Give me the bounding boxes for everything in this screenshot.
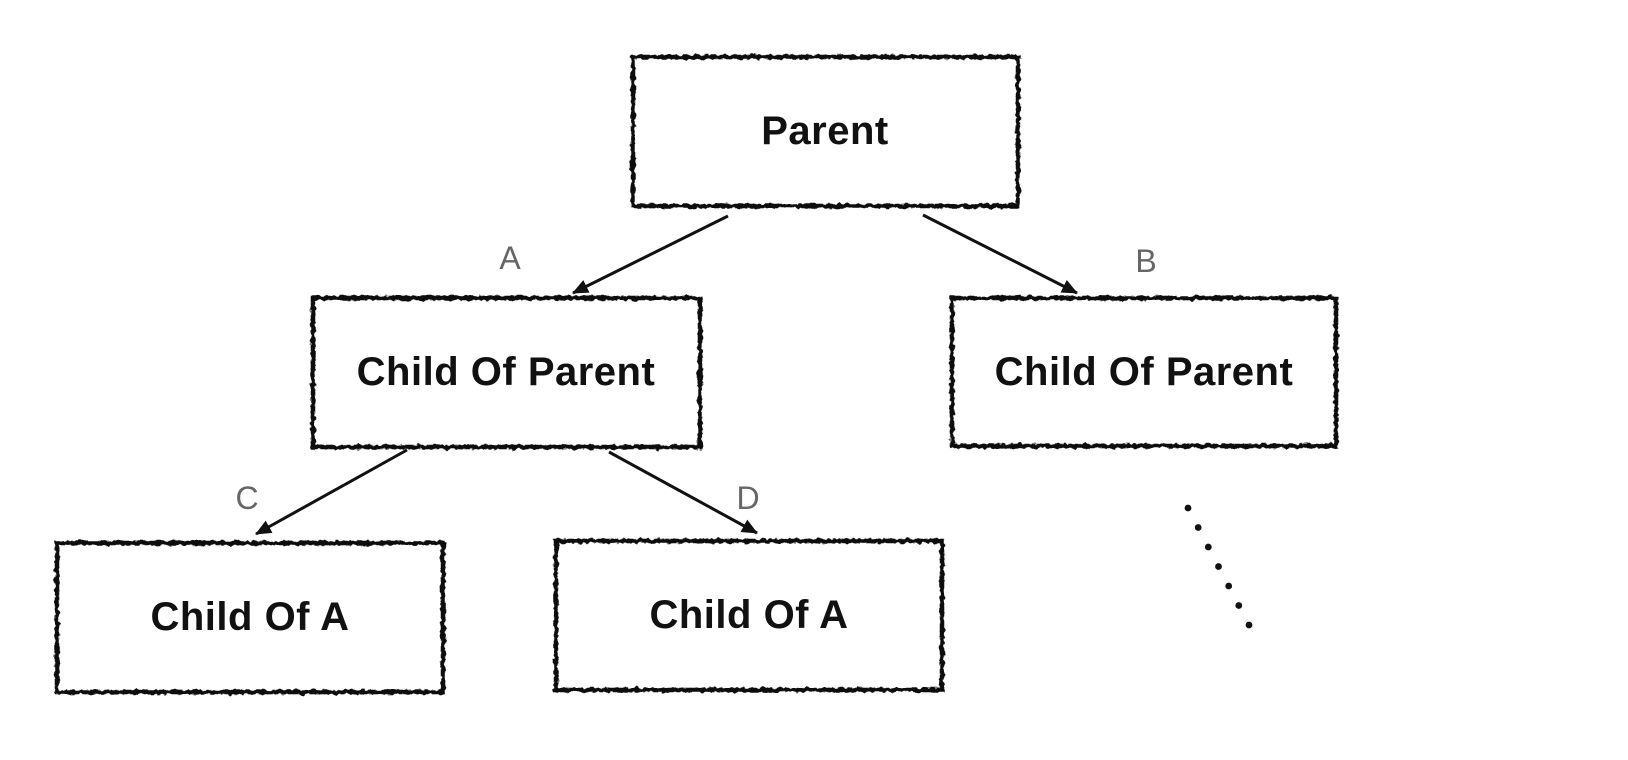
edge-line-c — [255, 448, 408, 536]
node-parent-label: Parent — [761, 109, 889, 153]
node-child-of-parent-left-label: Child Of Parent — [357, 350, 656, 394]
continuation-dot — [1245, 621, 1253, 629]
edge-label-b: B — [1135, 243, 1156, 279]
node-child-of-a-left-box — [54, 540, 446, 695]
node-child-of-parent-right: Child Of Parent — [949, 295, 1339, 449]
node-child-of-a-right: Child Of A — [553, 538, 945, 693]
edge-child-left-to-grandchild-right: D — [608, 450, 760, 535]
edge-label-d: D — [736, 480, 759, 516]
continuation-dot — [1225, 582, 1233, 590]
node-child-of-a-right-box — [553, 538, 945, 693]
continuation-dot — [1204, 543, 1212, 551]
edge-line-b — [922, 213, 1078, 295]
edge-label-c: C — [235, 480, 258, 516]
node-child-of-parent-left-box — [310, 295, 703, 450]
continuation-dot — [1194, 524, 1202, 531]
edge-line-a — [572, 214, 729, 295]
node-child-of-a-right-label: Child Of A — [649, 593, 848, 637]
edge-child-left-to-grandchild-left: C — [235, 448, 408, 536]
continuation-ellipsis — [1184, 504, 1253, 629]
node-child-of-a-left-label: Child Of A — [150, 595, 349, 639]
edge-label-a: A — [499, 240, 521, 276]
continuation-dot — [1184, 504, 1192, 512]
continuation-dot — [1215, 563, 1222, 570]
node-parent: Parent — [630, 54, 1021, 209]
edge-parent-to-child-left: A — [499, 214, 729, 295]
edge-parent-to-child-right: B — [922, 213, 1157, 295]
node-child-of-parent-right-label: Child Of Parent — [995, 350, 1294, 394]
node-child-of-parent-right-box — [949, 295, 1339, 449]
node-child-of-a-left: Child Of A — [54, 540, 446, 695]
node-child-of-parent-left: Child Of Parent — [310, 295, 703, 450]
node-parent-box — [630, 54, 1021, 209]
continuation-dot — [1235, 602, 1243, 609]
edge-line-d — [608, 450, 758, 535]
